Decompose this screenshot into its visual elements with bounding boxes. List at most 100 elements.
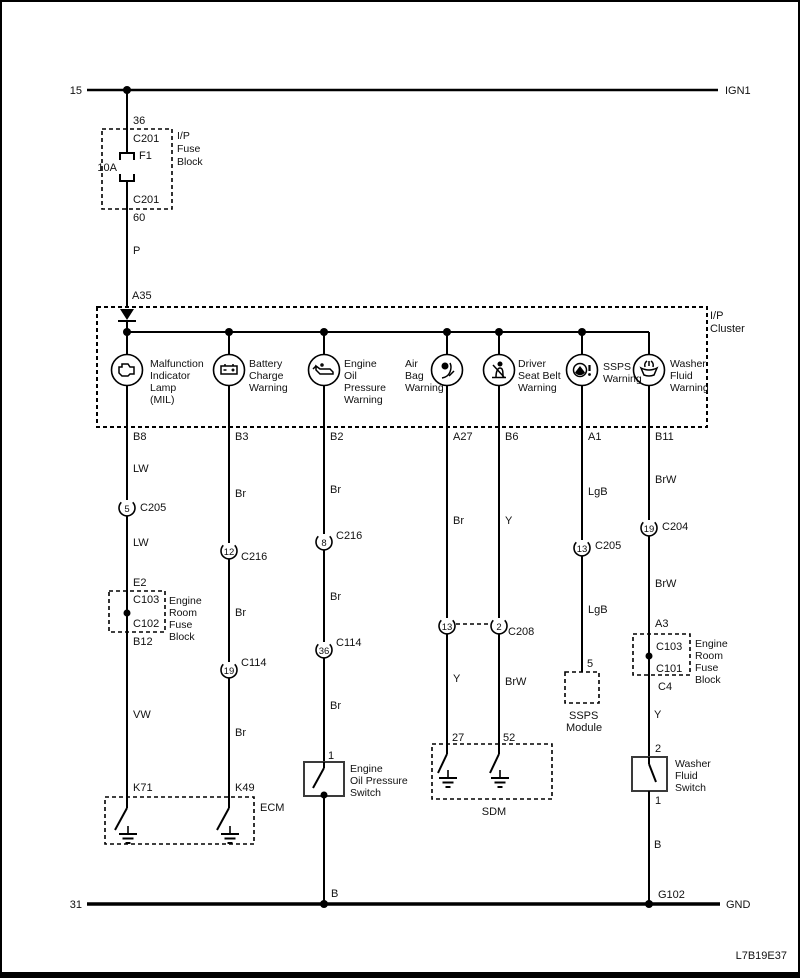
svg-text:Oil Pressure: Oil Pressure <box>350 775 408 787</box>
wire-b-2: B <box>654 839 661 851</box>
steering-warning-icon <box>572 362 591 378</box>
ssps-lamp: SSPS Warning <box>565 332 642 427</box>
svg-text:Warning: Warning <box>249 382 288 394</box>
svg-text:Switch: Switch <box>675 782 706 794</box>
wire-y-2: Y <box>505 515 513 527</box>
conn-c103-2: C103 <box>656 641 682 653</box>
svg-text:Warning: Warning <box>670 382 709 394</box>
ecm-ground-1 <box>114 797 137 844</box>
ecm-label: ECM <box>260 802 284 814</box>
ssps-module-label-1: SSPS <box>569 710 598 722</box>
connector-c204-label: C204 <box>662 521 688 533</box>
svg-text:Switch: Switch <box>350 787 381 799</box>
feed-arrow-icon <box>120 309 134 320</box>
engine-icon <box>118 363 135 377</box>
fuse-symbol-bottom <box>119 174 135 182</box>
fuse-rating: 10A <box>97 162 117 174</box>
conn-c102: C102 <box>133 618 159 630</box>
svg-text:Fluid: Fluid <box>670 370 693 382</box>
airbag-icon <box>441 362 455 379</box>
connector-c216a-label: C216 <box>241 551 267 563</box>
sdm-pin-52: 52 <box>503 732 515 744</box>
pin-b8: B8 <box>133 431 146 443</box>
engine-room-fuse-block-2-outline <box>632 633 691 676</box>
svg-text:Air: Air <box>405 358 418 370</box>
svg-text:Pressure: Pressure <box>344 382 386 394</box>
wire-vw: VW <box>133 709 151 721</box>
ground-rail: 31 GND <box>70 899 751 911</box>
connector-c216b-arc <box>315 535 333 551</box>
wire-brw-2: BrW <box>655 474 677 486</box>
svg-text:Block: Block <box>695 674 721 686</box>
svg-text:8: 8 <box>321 538 326 549</box>
ip-fuse-block-outline <box>101 128 173 210</box>
mil-branch: LW 5 C205 LW E2 C103 C102 B12 Engine Roo… <box>108 427 202 797</box>
washer-fluid-switch: Washer Fluid Switch <box>631 756 711 794</box>
fuse-symbol-top <box>119 152 135 160</box>
pin-a35: A35 <box>132 290 152 302</box>
conn-c201-top: C201 <box>133 133 159 145</box>
pin-c4: C4 <box>658 681 672 693</box>
drawing-code: L7B19E37 <box>736 950 787 962</box>
ecm-ground-2 <box>216 797 239 844</box>
svg-text:Engine: Engine <box>344 358 377 370</box>
svg-text:13: 13 <box>442 622 453 633</box>
airbag-branch: Br 13 Y 27 <box>438 427 464 744</box>
svg-text:SSPS: SSPS <box>603 361 631 373</box>
connector-c216a-arc <box>220 544 238 560</box>
airbag-lamp: Air Bag Warning <box>405 332 464 427</box>
wire-br-5: Br <box>330 591 341 603</box>
seatbelt-branch: Y 2 C208 BrW 52 <box>456 427 534 744</box>
ip-fuse-block-label-2: Fuse <box>177 143 201 155</box>
svg-text:Engine: Engine <box>695 638 728 650</box>
connector-c205b-label: C205 <box>595 540 621 552</box>
svg-text:Battery: Battery <box>249 358 283 370</box>
pin-e2: E2 <box>133 577 146 589</box>
connector-c208a-arc <box>438 619 456 635</box>
oil-pressure-switch: Engine Oil Pressure Switch <box>303 761 408 799</box>
svg-text:12: 12 <box>224 547 235 558</box>
conn-c101: C101 <box>656 663 682 675</box>
connector-c205-label: C205 <box>140 502 166 514</box>
oil-switch-lever <box>312 767 325 789</box>
oil-branch: Br 8 C216 Br 36 C114 Br 1 Engine Oil Pre… <box>303 427 408 904</box>
svg-text:Fluid: Fluid <box>675 770 698 782</box>
cluster-label-2: Cluster <box>710 323 745 335</box>
rail-pin-31: 31 <box>70 899 82 911</box>
svg-text:Driver: Driver <box>518 358 547 370</box>
ip-cluster-outline <box>96 306 708 428</box>
wire-br-4: Br <box>330 484 341 496</box>
ground-g102: G102 <box>658 889 685 901</box>
svg-text:Room: Room <box>169 607 197 619</box>
pin-k71: K71 <box>133 782 153 794</box>
wire-b-1: B <box>331 888 338 900</box>
svg-text:Washer: Washer <box>670 358 706 370</box>
washer-fluid-icon <box>639 360 659 377</box>
rail-pin-15: 15 <box>70 85 82 97</box>
wire-br-7: Br <box>453 515 464 527</box>
pin-36: 36 <box>133 115 145 127</box>
wire-y-3: Y <box>654 709 662 721</box>
svg-text:2: 2 <box>496 622 501 633</box>
seatbelt-icon <box>492 361 506 379</box>
wire-brw-1: BrW <box>505 676 527 688</box>
washer-branch: BrW 19 C204 BrW A3 C103 C101 Engine Room… <box>631 427 728 904</box>
wire-lw-2: LW <box>133 537 149 549</box>
rail-name-gnd: GND <box>726 899 751 911</box>
svg-text:Malfunction: Malfunction <box>150 358 204 370</box>
svg-text:19: 19 <box>644 524 655 535</box>
connector-c204-arc <box>640 521 658 537</box>
battery-branch: Br 12 C216 Br 19 C114 Br K49 <box>220 427 267 797</box>
svg-text:36: 36 <box>319 646 330 657</box>
wire-lgb-1: LgB <box>588 486 608 498</box>
connector-c114a-label: C114 <box>241 657 266 669</box>
svg-text:Bag: Bag <box>405 370 424 382</box>
pin-60: 60 <box>133 212 145 224</box>
pin-b6: B6 <box>505 431 518 443</box>
sdm-pin-27: 27 <box>452 732 464 744</box>
pin-b12: B12 <box>133 636 153 648</box>
pin-a1: A1 <box>588 431 601 443</box>
washer-switch-pin-1: 1 <box>655 795 661 807</box>
